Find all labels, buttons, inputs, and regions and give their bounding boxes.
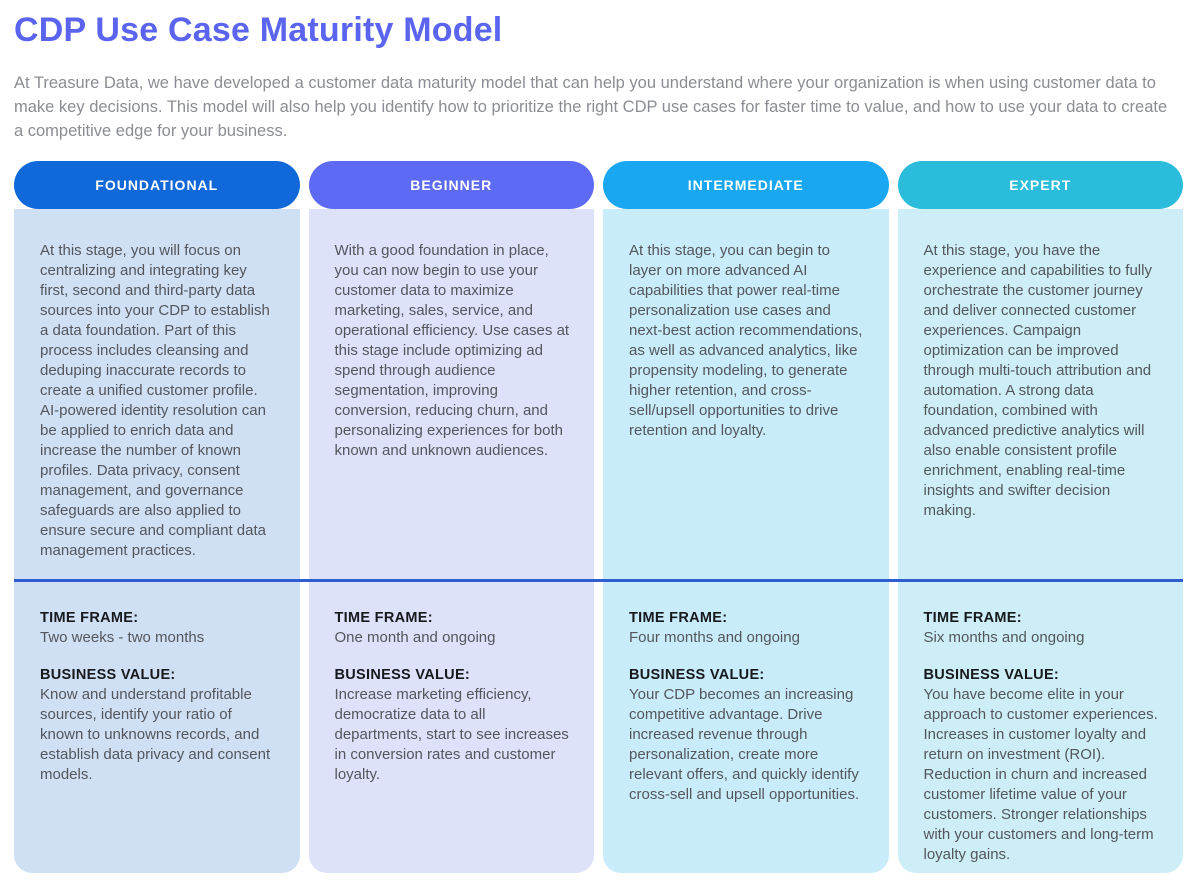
stage-description: With a good foundation in place, you can… (334, 241, 570, 459)
stage-description: At this stage, you have the experience a… (923, 241, 1152, 519)
stage-card-expert: At this stage, you have the experience a… (897, 208, 1184, 873)
time-frame-label: TIME FRAME: (40, 609, 139, 626)
stage-details: TIME FRAME: Six months and ongoing BUSIN… (898, 581, 1184, 865)
intro-paragraph: At Treasure Data, we have developed a cu… (14, 73, 1168, 140)
time-frame-value: Six months and ongoing (923, 628, 1085, 646)
column-beginner: BEGINNER With a good foundation in place… (308, 160, 595, 873)
stage-header-expert: EXPERT (897, 160, 1183, 209)
column-foundational: FOUNDATIONAL At this stage, you will foc… (14, 160, 300, 873)
time-frame-label: TIME FRAME: (334, 609, 433, 626)
stage-header-foundational: FOUNDATIONAL (14, 160, 300, 209)
time-frame-value: Two weeks - two months (40, 628, 205, 646)
time-frame-label: TIME FRAME: (923, 609, 1022, 626)
business-value-text: Increase marketing efficiency, democrati… (334, 685, 569, 783)
stage-header-beginner: BEGINNER (308, 160, 594, 209)
business-value-label: BUSINESS VALUE: (334, 666, 471, 683)
business-value-text: Know and understand profitable sources, … (40, 685, 271, 783)
stage-header-intermediate: INTERMEDIATE (603, 160, 889, 209)
business-value-label: BUSINESS VALUE: (629, 666, 765, 683)
page-title: CDP Use Case Maturity Model (14, 11, 503, 49)
time-frame-value: One month and ongoing (334, 628, 496, 646)
stage-details: TIME FRAME: Two weeks - two months BUSIN… (14, 581, 300, 785)
business-value-label: BUSINESS VALUE: (923, 666, 1060, 683)
business-value-text: You have become elite in your approach t… (923, 685, 1158, 863)
stage-card-foundational: At this stage, you will focus on central… (14, 208, 300, 873)
stage-details: TIME FRAME: One month and ongoing BUSINE… (309, 581, 595, 785)
stage-description: At this stage, you can begin to layer on… (629, 241, 863, 439)
stage-description: At this stage, you will focus on central… (40, 241, 270, 559)
time-frame-label: TIME FRAME: (629, 609, 728, 626)
business-value-text: Your CDP becomes an increasing competiti… (629, 685, 860, 803)
column-expert: EXPERT At this stage, you have the exper… (897, 160, 1184, 873)
time-frame-value: Four months and ongoing (629, 628, 800, 646)
business-value-label: BUSINESS VALUE: (40, 666, 176, 683)
stage-card-intermediate: At this stage, you can begin to layer on… (603, 208, 889, 873)
column-intermediate: INTERMEDIATE At this stage, you can begi… (603, 160, 889, 873)
stage-details: TIME FRAME: Four months and ongoing BUSI… (603, 581, 889, 805)
maturity-grid: FOUNDATIONAL At this stage, you will foc… (14, 160, 1184, 873)
stage-card-beginner: With a good foundation in place, you can… (308, 208, 595, 873)
